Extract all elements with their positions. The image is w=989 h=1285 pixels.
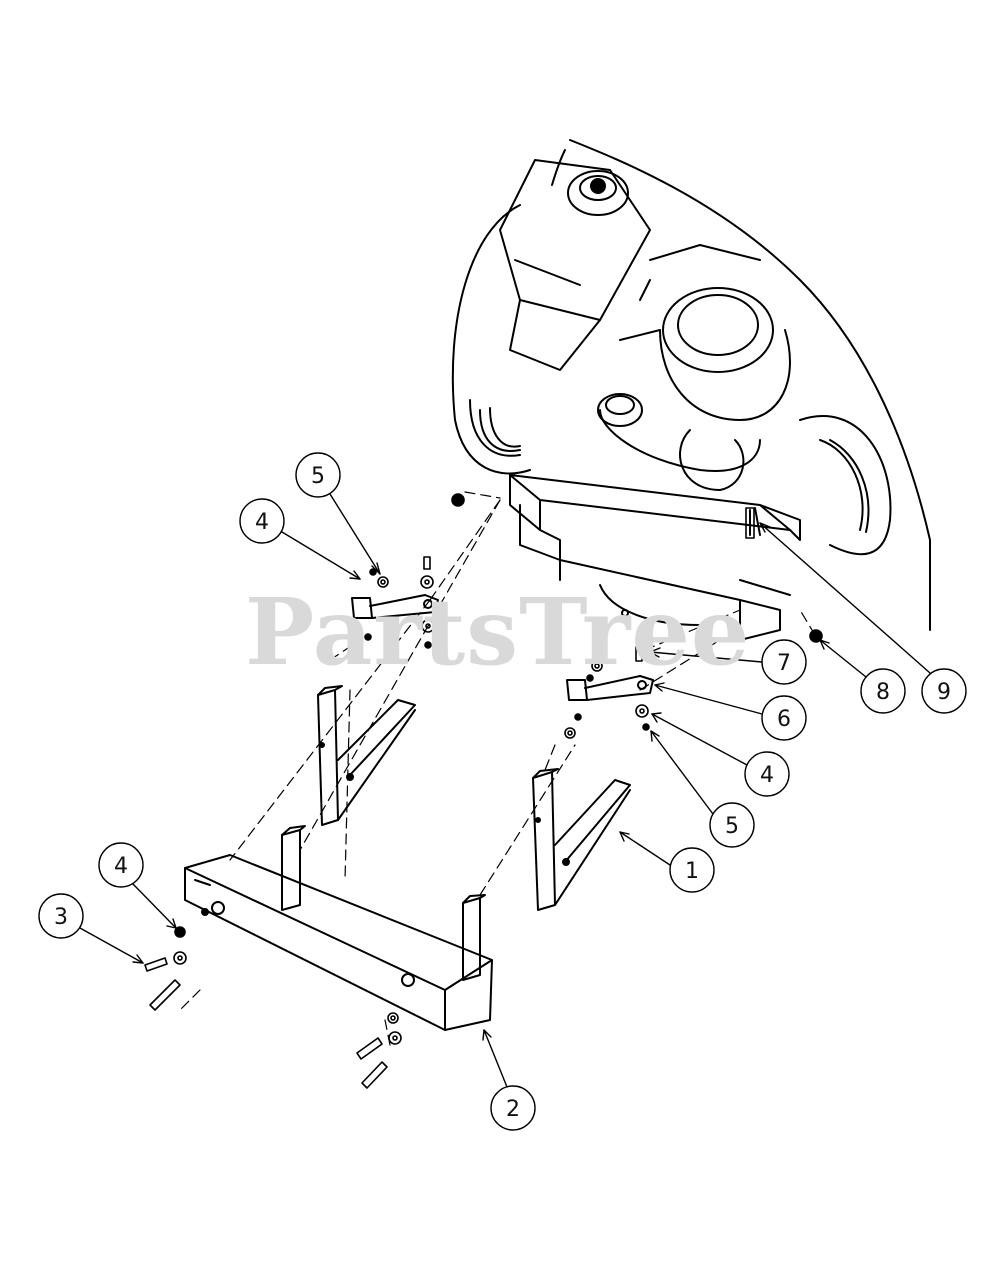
left-arm — [317, 685, 416, 826]
callout-4b: 4 — [760, 763, 774, 788]
callout-5a: 5 — [311, 464, 325, 489]
callout-2: 2 — [506, 1097, 520, 1122]
assembly-lines — [179, 491, 816, 1046]
callout-1: 1 — [685, 859, 699, 884]
callout-5b: 5 — [725, 814, 739, 839]
callout-9: 9 — [937, 680, 951, 705]
callout-6: 6 — [777, 707, 791, 732]
callout-labels: 1 2 3 4 4 4 5 5 6 7 8 9 — [54, 464, 951, 1122]
mower-body — [451, 139, 931, 641]
callout-7: 7 — [777, 651, 791, 676]
callout-4a: 4 — [255, 510, 269, 535]
bumper-bar — [184, 825, 493, 1031]
right-hinge-bracket — [566, 675, 654, 701]
hardware — [144, 493, 823, 1089]
left-hinge-bracket — [351, 594, 439, 619]
callout-geometry — [38, 452, 967, 1131]
right-arm — [532, 768, 631, 911]
callout-3: 3 — [54, 905, 68, 930]
callout-8: 8 — [876, 680, 890, 705]
callout-4c: 4 — [114, 854, 128, 879]
